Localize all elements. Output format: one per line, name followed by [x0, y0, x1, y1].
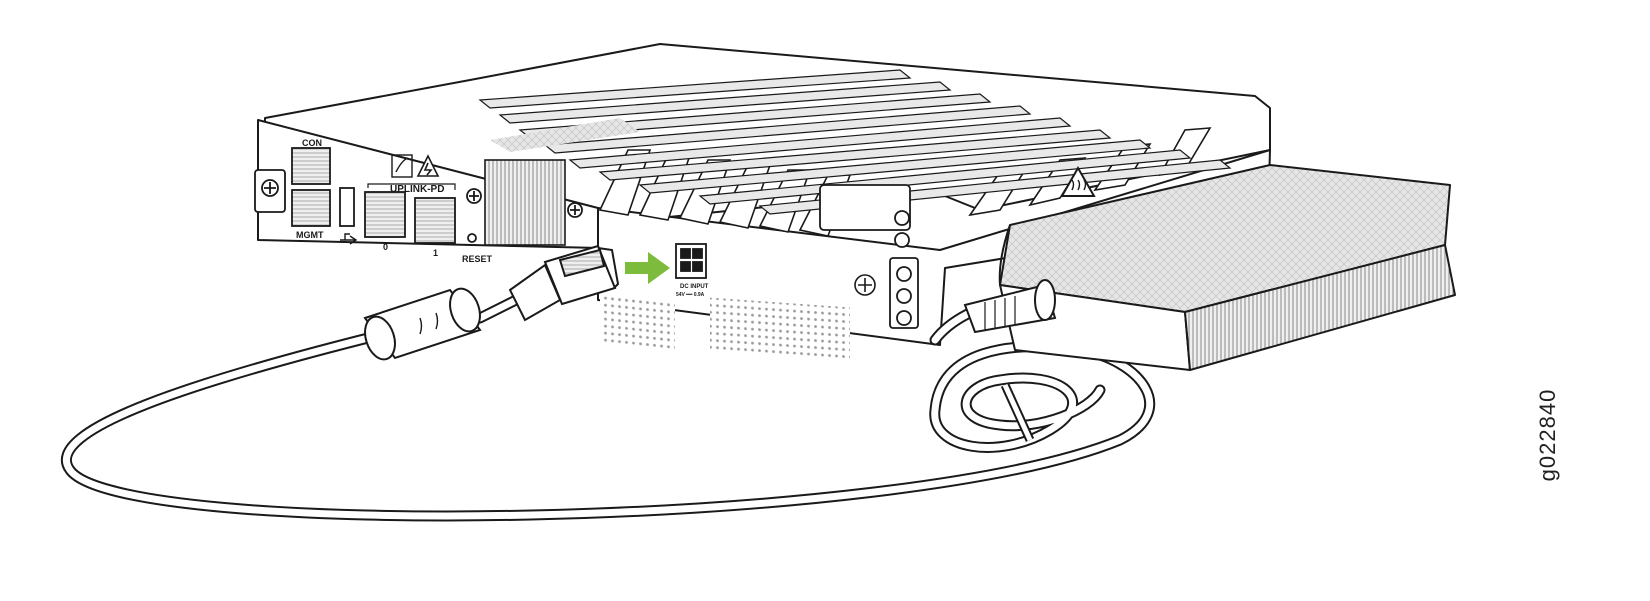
- uplink-port-1: [414, 197, 456, 244]
- adapter-side: [1184, 244, 1456, 371]
- chassis-vent-panel: [484, 159, 566, 246]
- usb-port: [339, 187, 355, 227]
- port-0-label: 0: [383, 242, 388, 252]
- mgmt-label: MGMT: [296, 230, 324, 240]
- dc-input-socket: [675, 243, 707, 279]
- dc-plug: [508, 244, 620, 322]
- port-1-label: 1: [433, 248, 438, 258]
- mgmt-port: [291, 189, 331, 227]
- uplink-label: UPLINK-PD: [390, 184, 444, 195]
- dc-rating-label: 54V ━━ 0.9A: [676, 292, 705, 298]
- uplink-port-0: [364, 191, 406, 238]
- side-vent-grille: [710, 297, 850, 363]
- cable-tie-inner: [1002, 383, 1033, 442]
- mount-bracket-right: [819, 184, 919, 329]
- insert-direction-arrow-icon: [625, 252, 670, 284]
- reset-label: RESET: [462, 254, 493, 264]
- hot-surface-warning-icon: [1060, 165, 1096, 197]
- top-grille: [490, 118, 640, 152]
- heatsink-ridges: [478, 69, 1232, 215]
- warning-triangle-icon: [416, 154, 440, 177]
- lower-vent-grille: [600, 293, 675, 351]
- front-panel: [254, 147, 583, 244]
- uplink-bracket: [367, 183, 456, 190]
- esd-icon: [391, 154, 413, 178]
- con-port: [291, 147, 331, 185]
- reset-button[interactable]: [467, 233, 477, 243]
- con-label: CON: [302, 138, 322, 148]
- screw-icon: [854, 274, 876, 296]
- ferrite-bead: [363, 287, 482, 361]
- dc-input-label: DC INPUT: [680, 284, 709, 290]
- figure-id: g022840: [1535, 388, 1560, 482]
- adapter-cable-boot: [963, 279, 1057, 334]
- usb-icon: [340, 233, 358, 245]
